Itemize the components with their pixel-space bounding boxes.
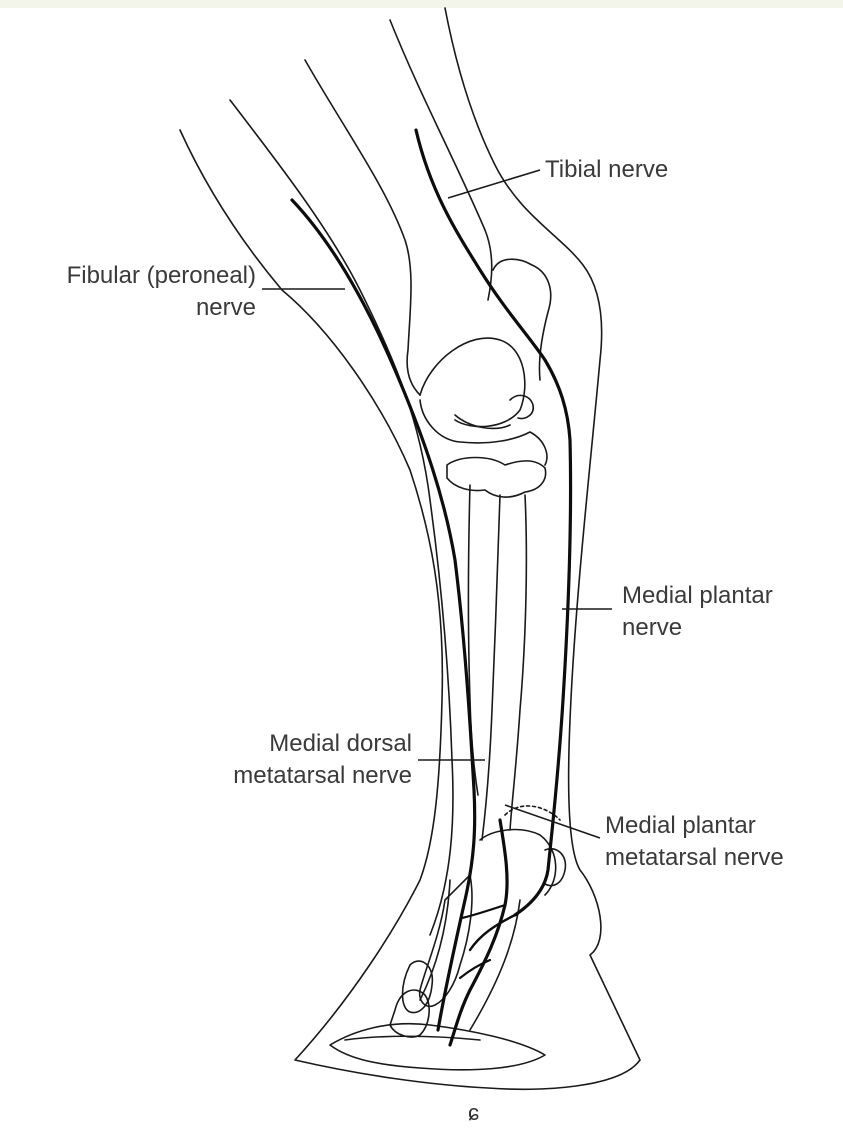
label-fibular-nerve: Fibular (peroneal) nerve xyxy=(18,260,256,324)
hoof-sole xyxy=(345,1036,480,1040)
artist-signature: ɕ xyxy=(468,1100,479,1126)
label-text: metatarsal nerve xyxy=(605,842,784,874)
label-text: Fibular (peroneal) xyxy=(18,260,256,292)
label-tibial-nerve: Tibial nerve xyxy=(545,154,668,186)
talus xyxy=(420,338,525,427)
tarsal-row-upper xyxy=(420,400,547,465)
label-text: metatarsal nerve xyxy=(180,760,412,792)
limb-outline-inner xyxy=(230,100,453,935)
cannon-bone-cranial xyxy=(482,495,500,840)
label-text: Tibial nerve xyxy=(545,154,668,186)
tibial-nerve xyxy=(416,130,571,915)
label-text: nerve xyxy=(18,292,256,324)
tibia-outline-caudal xyxy=(390,20,492,300)
tibia-outline-cranial xyxy=(305,60,420,395)
label-medial-plantar-metatarsal-nerve: Medial plantar metatarsal nerve xyxy=(605,810,784,874)
nerve-branch-2 xyxy=(462,905,505,918)
label-medial-plantar-nerve: Medial plantar nerve xyxy=(622,580,773,644)
cannon-bone-caudal xyxy=(510,495,526,830)
label-text: Medial plantar xyxy=(622,580,773,612)
label-text: nerve xyxy=(622,612,773,644)
label-medial-dorsal-metatarsal-nerve: Medial dorsal metatarsal nerve xyxy=(180,728,412,792)
second-phalanx xyxy=(403,961,433,1012)
coffin-bone xyxy=(390,990,429,1037)
tarsal-row-lower xyxy=(447,458,546,498)
label-text: Medial dorsal xyxy=(180,728,412,760)
nerve-branch-3 xyxy=(460,960,490,978)
label-text: Medial plantar xyxy=(605,810,784,842)
leader-tibial xyxy=(448,170,540,198)
